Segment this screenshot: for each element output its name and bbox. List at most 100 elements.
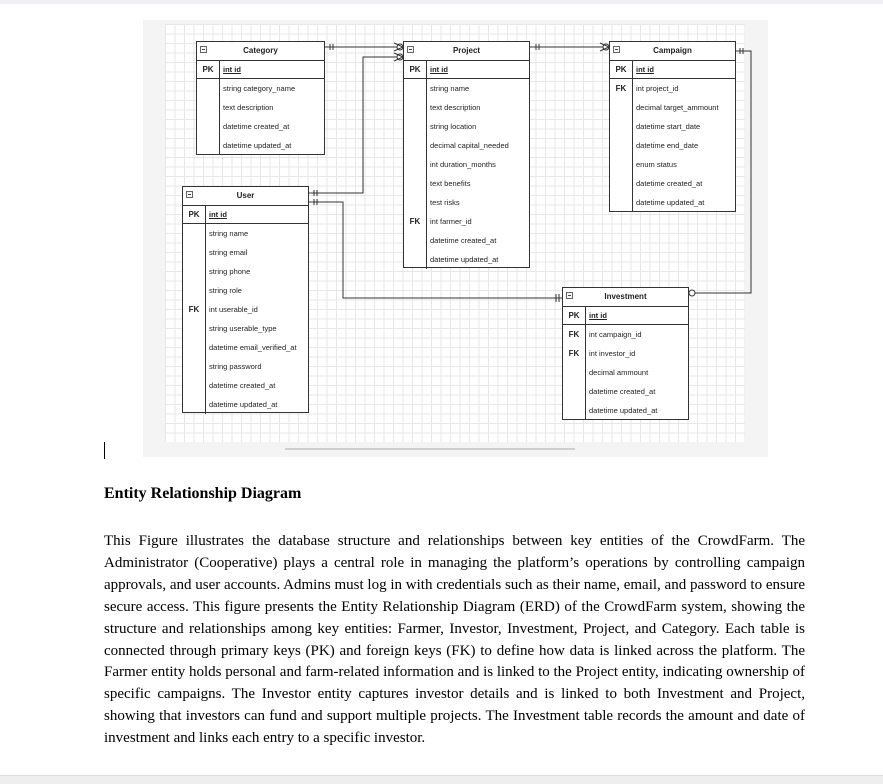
field-row[interactable]: int duration_months	[404, 155, 529, 174]
field-row[interactable]: datetime updated_at	[197, 136, 324, 155]
field-row[interactable]: text benefits	[404, 174, 529, 193]
key-label: PK	[610, 61, 633, 78]
key-column	[183, 224, 206, 243]
primary-key-row[interactable]: PK int id	[197, 61, 324, 79]
field-name: text description	[430, 103, 481, 112]
collapse-icon[interactable]	[200, 46, 207, 53]
field-row[interactable]: datetime updated_at	[404, 250, 529, 269]
field-row[interactable]: datetime updated_at	[563, 401, 688, 420]
field-row[interactable]: string password	[183, 357, 308, 376]
entity-title: User	[236, 191, 255, 200]
field-row[interactable]: test risks	[404, 193, 529, 212]
field-name: string name	[430, 84, 470, 93]
field-row[interactable]: datetime created_at	[610, 174, 735, 193]
entity-header[interactable]: Campaign	[610, 42, 735, 61]
entity-project[interactable]: Project PK int id string name text descr…	[403, 41, 530, 269]
entity-title: Category	[243, 46, 278, 55]
primary-key-row[interactable]: PK int id	[404, 61, 529, 79]
field-name: text benefits	[430, 179, 471, 188]
entity-user[interactable]: User PK int id string name string email …	[182, 186, 309, 414]
key-column	[183, 243, 206, 262]
field-row[interactable]: string name	[404, 79, 529, 98]
key-column	[197, 136, 220, 155]
entity-category[interactable]: Category PK int id string category_name …	[196, 41, 325, 155]
key-column	[183, 338, 206, 357]
field-name: datetime updated_at	[430, 255, 499, 264]
key-column	[183, 357, 206, 376]
field-row[interactable]: string name	[183, 224, 308, 243]
key-column	[563, 401, 586, 420]
entity-header[interactable]: User	[183, 187, 308, 206]
horizontal-scrollbar[interactable]	[285, 448, 575, 450]
primary-key-row[interactable]: PK int id	[183, 206, 308, 224]
primary-key-row[interactable]: PK int id	[610, 61, 735, 79]
field-row[interactable]: string phone	[183, 262, 308, 281]
field-row[interactable]: decimal target_ammount	[610, 98, 735, 117]
field-name: datetime updated_at	[209, 400, 278, 409]
primary-key-row[interactable]: PK int id	[563, 307, 688, 325]
field-row[interactable]: datetime created_at	[404, 231, 529, 250]
key-label: PK	[197, 61, 220, 78]
entity-header[interactable]: Category	[197, 42, 324, 61]
entity-header[interactable]: Project	[404, 42, 529, 61]
field-row[interactable]: string role	[183, 281, 308, 300]
field-name: datetime created_at	[430, 236, 497, 245]
key-column	[183, 395, 206, 414]
key-column	[404, 98, 427, 117]
collapse-icon[interactable]	[186, 191, 193, 198]
key-label: FK	[610, 79, 633, 98]
field-row[interactable]: string userable_type	[183, 319, 308, 338]
top-bar	[0, 0, 883, 4]
field-name: string userable_type	[209, 324, 277, 333]
entity-header[interactable]: Investment	[563, 288, 688, 307]
field-name: int id	[589, 311, 607, 320]
key-label: FK	[404, 212, 427, 231]
field-name: int farmer_id	[430, 217, 472, 226]
body-paragraph: This Figure illustrates the database str…	[104, 533, 805, 747]
field-name: string phone	[209, 267, 251, 276]
field-name: datetime created_at	[636, 179, 703, 188]
field-name: string location	[430, 122, 477, 131]
field-row[interactable]: text description	[404, 98, 529, 117]
key-label: PK	[404, 61, 427, 78]
field-row[interactable]: datetime created_at	[197, 117, 324, 136]
field-row[interactable]: text description	[197, 98, 324, 117]
field-row[interactable]: decimal capital_needed	[404, 136, 529, 155]
field-row[interactable]: datetime updated_at	[183, 395, 308, 414]
field-row[interactable]: enum status	[610, 155, 735, 174]
field-name: string name	[209, 229, 249, 238]
key-column	[197, 98, 220, 117]
field-name: int duration_months	[430, 160, 496, 169]
key-column	[610, 193, 633, 212]
field-row[interactable]: datetime email_verified_at	[183, 338, 308, 357]
key-column	[610, 155, 633, 174]
field-row[interactable]: datetime end_date	[610, 136, 735, 155]
field-row[interactable]: string category_name	[197, 79, 324, 98]
key-label: PK	[563, 307, 586, 324]
field-row[interactable]: datetime updated_at	[610, 193, 735, 212]
collapse-icon[interactable]	[407, 46, 414, 53]
field-name: string email	[209, 248, 248, 257]
key-column	[404, 117, 427, 136]
field-row[interactable]: decimal ammount	[563, 363, 688, 382]
key-column	[610, 117, 633, 136]
field-row[interactable]: string email	[183, 243, 308, 262]
section-heading: Entity Relationship Diagram	[104, 485, 302, 502]
field-row[interactable]: string location	[404, 117, 529, 136]
collapse-icon[interactable]	[613, 46, 620, 53]
field-name: decimal ammount	[589, 368, 649, 377]
field-row[interactable]: datetime created_at	[183, 376, 308, 395]
field-name: int id	[636, 65, 654, 74]
field-row[interactable]: datetime created_at	[563, 382, 688, 401]
field-row[interactable]: datetime start_date	[610, 117, 735, 136]
key-column	[183, 281, 206, 300]
key-column	[610, 174, 633, 193]
collapse-icon[interactable]	[566, 292, 573, 299]
